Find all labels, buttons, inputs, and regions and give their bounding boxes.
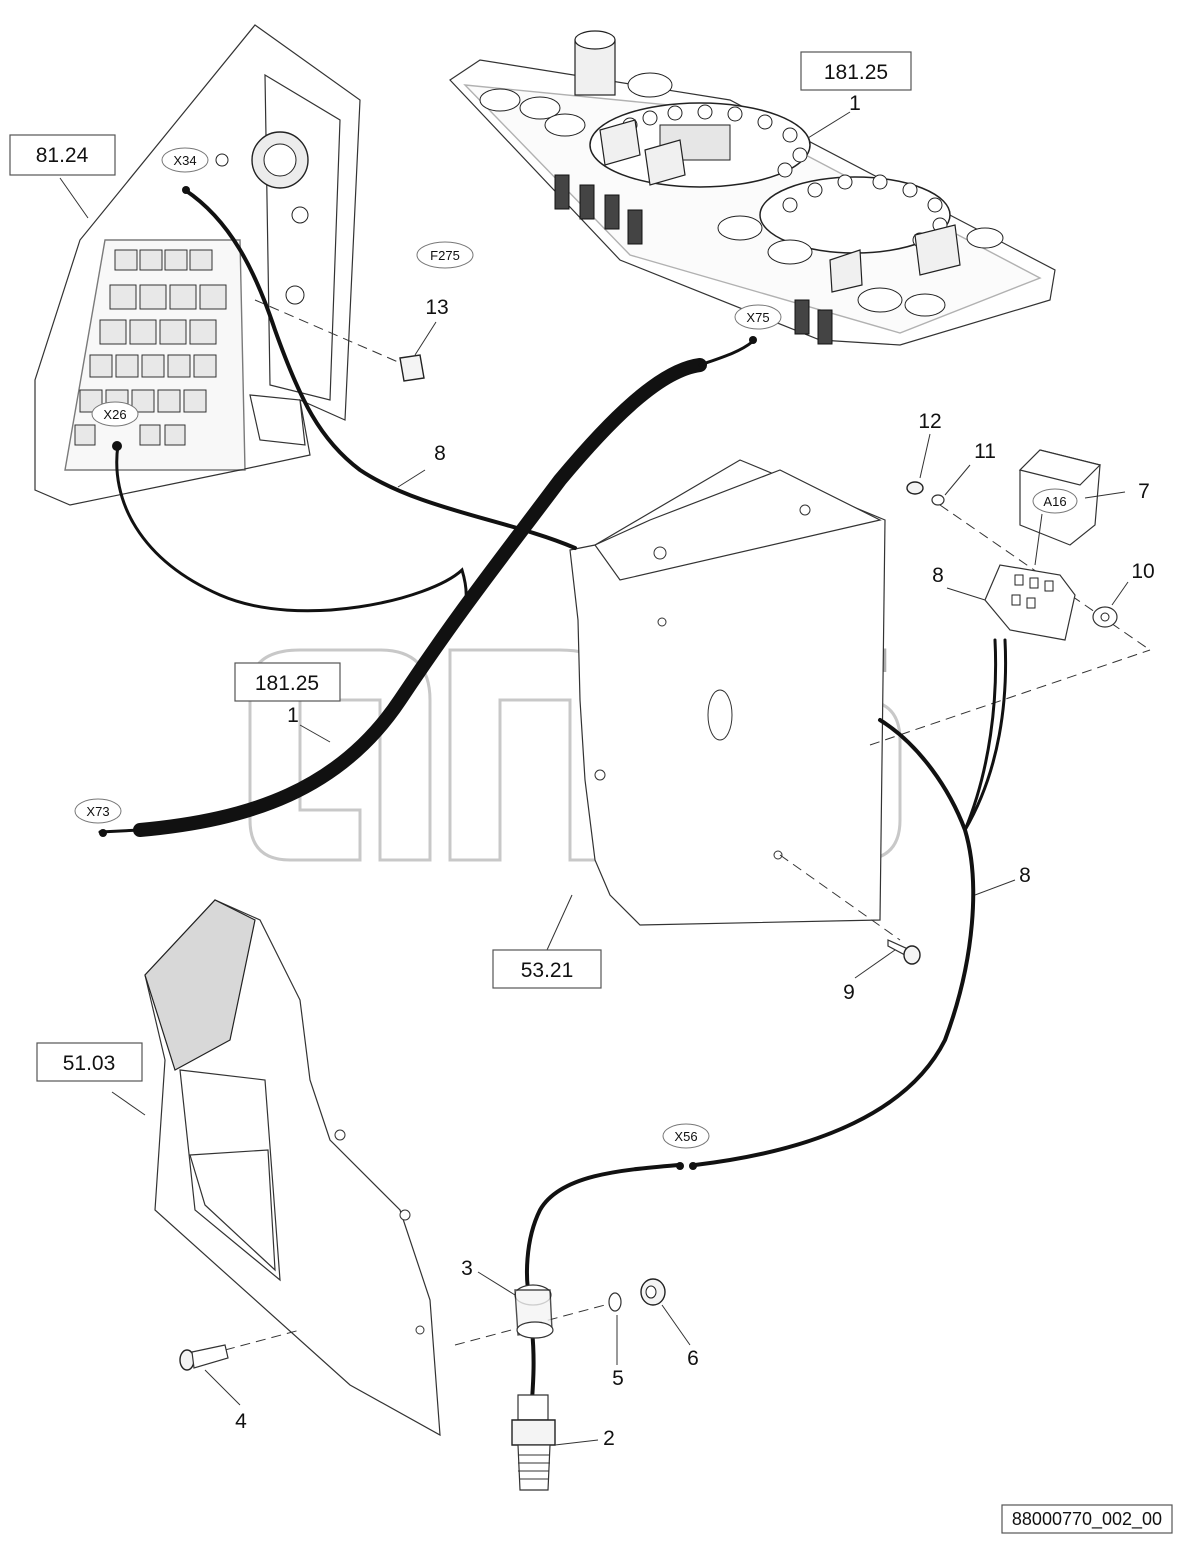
connector-a16: A16 bbox=[1032, 488, 1078, 514]
callout-3: 3 bbox=[461, 1257, 473, 1280]
connector-label-a16: A16 bbox=[1043, 494, 1066, 509]
connector-label-x56: X56 bbox=[674, 1129, 697, 1144]
nut-part bbox=[640, 1278, 666, 1306]
drawing-number-box: 88000770_002_00 bbox=[1001, 1504, 1173, 1534]
callout-6: 6 bbox=[687, 1347, 699, 1370]
connector-f275: F275 bbox=[416, 241, 474, 269]
callout-12: 12 bbox=[918, 410, 941, 433]
floor-plate-section bbox=[144, 899, 441, 1437]
ref-label-81-24: 81.24 bbox=[36, 144, 89, 167]
callout-10: 10 bbox=[1131, 560, 1154, 583]
connector-label-x73: X73 bbox=[86, 804, 109, 819]
connector-label-x75: X75 bbox=[746, 310, 769, 325]
connector-x26: X26 bbox=[91, 401, 139, 427]
callout-13: 13 bbox=[425, 296, 448, 319]
bolt-part bbox=[887, 939, 921, 965]
ref-label-181-25-top: 181.25 bbox=[824, 61, 888, 84]
callout-8-relay: 8 bbox=[932, 564, 944, 587]
screw-part bbox=[179, 1344, 229, 1371]
callout-2: 2 bbox=[603, 1427, 615, 1450]
callout-9: 9 bbox=[843, 981, 855, 1004]
callout-8-wire: 8 bbox=[434, 442, 446, 465]
drawing-number: 88000770_002_00 bbox=[1012, 1509, 1162, 1530]
ref-box-51-03: 51.03 bbox=[36, 1042, 143, 1082]
callout-5: 5 bbox=[612, 1367, 624, 1390]
sensor-part bbox=[511, 1394, 556, 1491]
connector-label-f275: F275 bbox=[430, 248, 460, 263]
connector-x73: X73 bbox=[74, 798, 122, 824]
callout-8-harness: 8 bbox=[1019, 864, 1031, 887]
fuse-relay-panel bbox=[34, 24, 361, 506]
cab-frame-section bbox=[569, 459, 886, 926]
ref-label-181-25-mid: 181.25 bbox=[255, 672, 319, 695]
ref-box-81-24: 81.24 bbox=[9, 134, 116, 176]
relay-assembly bbox=[906, 449, 1118, 641]
ref-label-53-21: 53.21 bbox=[521, 959, 574, 982]
callout-4: 4 bbox=[235, 1410, 247, 1433]
ref-box-53-21: 53.21 bbox=[492, 949, 602, 989]
ref-label-51-03: 51.03 bbox=[63, 1052, 116, 1075]
callout-7: 7 bbox=[1138, 480, 1150, 503]
connector-x34: X34 bbox=[161, 147, 209, 173]
leader-lines bbox=[59, 111, 1129, 1446]
connector-label-x26: X26 bbox=[103, 407, 126, 422]
connector-label-x34: X34 bbox=[173, 153, 196, 168]
ref-box-181-25-mid: 181.25 bbox=[234, 662, 341, 702]
instrument-panel bbox=[449, 30, 1056, 346]
connector-x56: X56 bbox=[662, 1123, 710, 1149]
connector-x75: X75 bbox=[734, 304, 782, 330]
washer-part bbox=[608, 1292, 622, 1312]
callout-1-top: 1 bbox=[849, 92, 861, 115]
callout-11: 11 bbox=[974, 440, 996, 463]
ref-box-181-25-top: 181.25 bbox=[800, 51, 912, 91]
callout-1-mid: 1 bbox=[287, 704, 299, 727]
fuse-f275-part bbox=[399, 354, 425, 382]
grommet-part bbox=[514, 1284, 554, 1339]
